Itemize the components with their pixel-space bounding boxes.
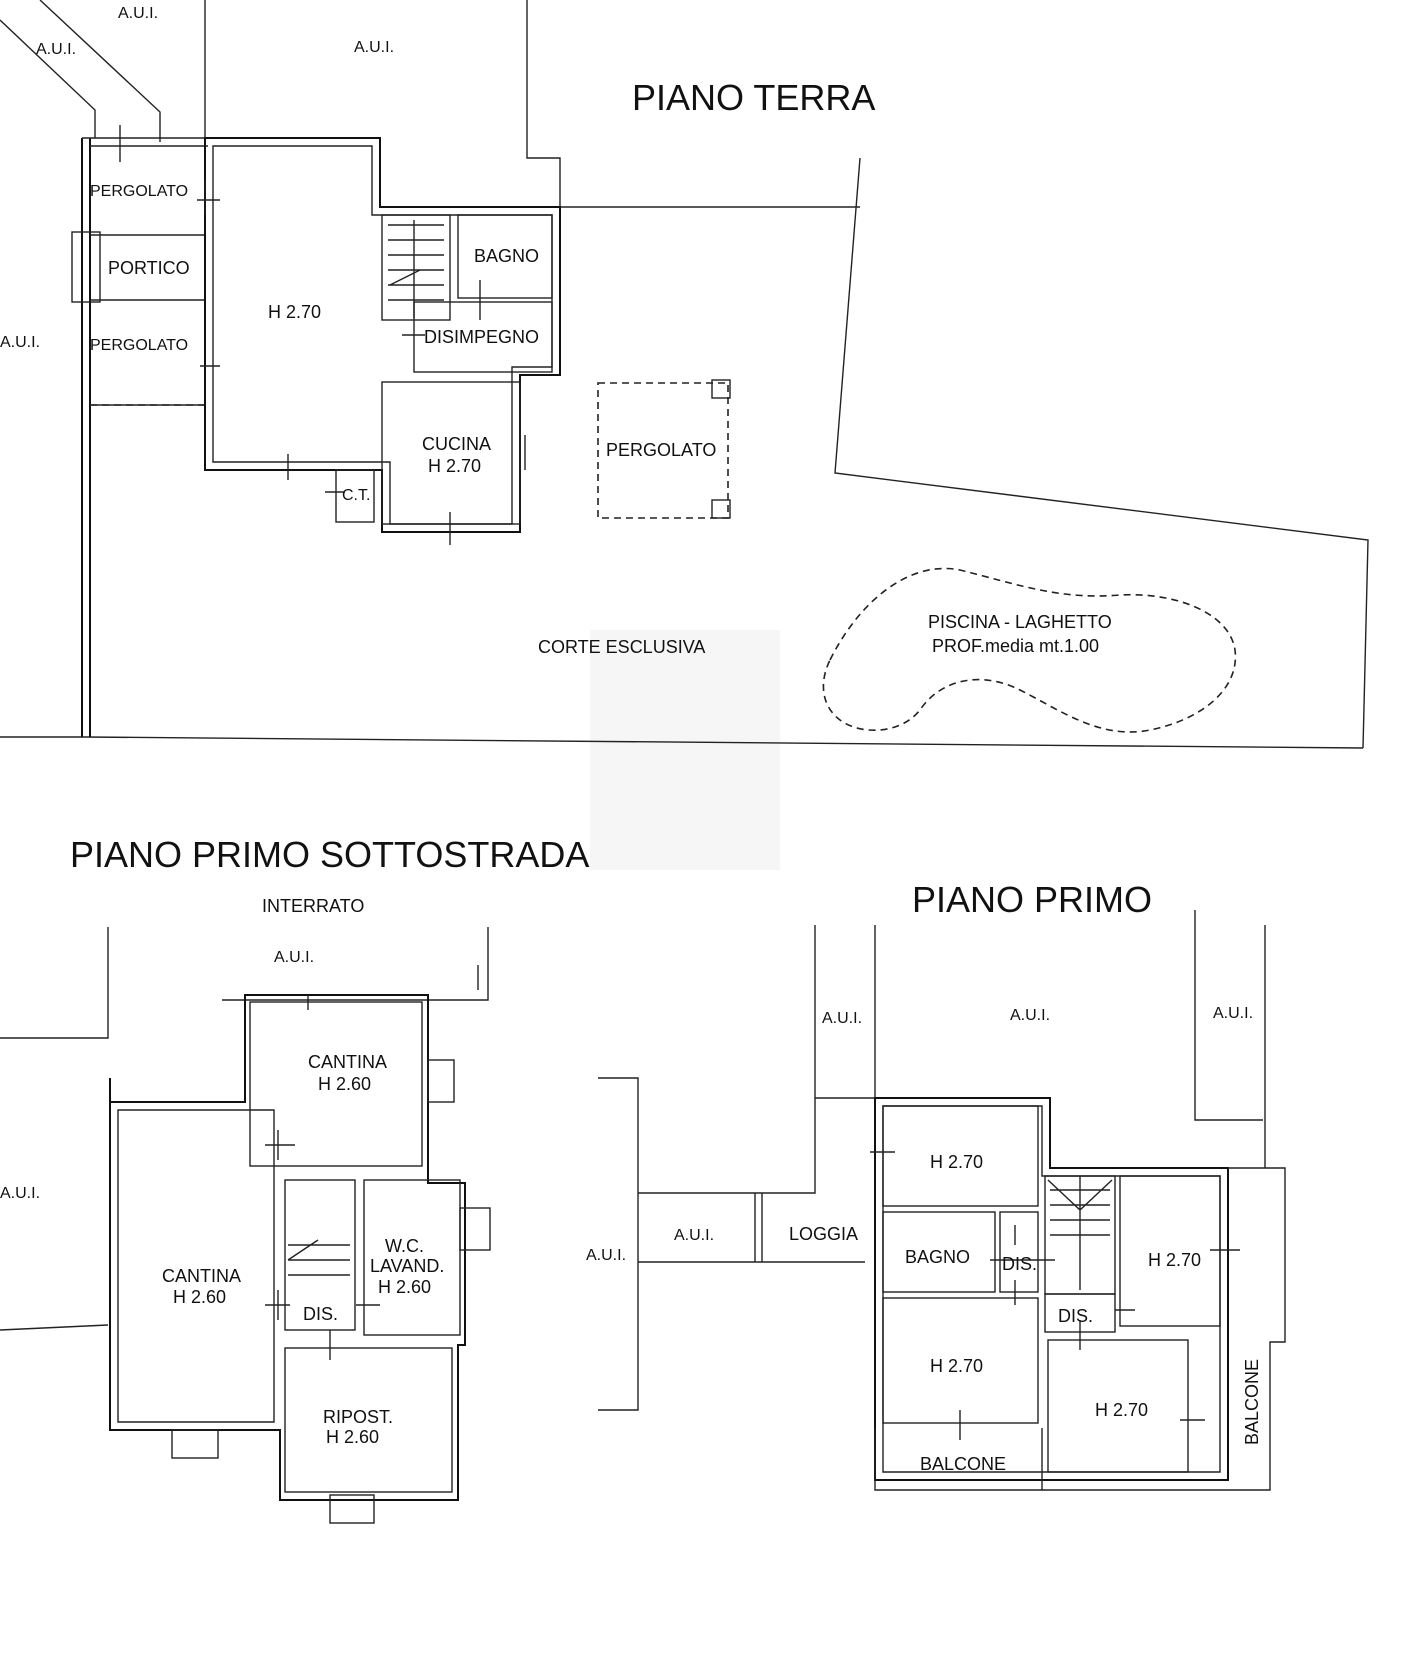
label-cantina-main: CANTINA	[162, 1266, 241, 1286]
title-piano-primo: PIANO PRIMO	[912, 879, 1152, 920]
label-pergolato-upper: PERGOLATO	[90, 183, 188, 200]
basement-floor-plan	[0, 927, 491, 1524]
label-room-top-height: H 2.70	[930, 1152, 983, 1172]
label-pool-name: PISCINA - LAGHETTO	[928, 612, 1112, 632]
label-aui-basement-left: A.U.I.	[0, 1185, 40, 1202]
label-aui-first-c: A.U.I.	[1213, 1005, 1253, 1022]
title-piano-primo-sottostrada: PIANO PRIMO SOTTOSTRADA	[70, 834, 589, 875]
first-floor-plan	[598, 910, 1286, 1491]
label-aui-first-d: A.U.I.	[586, 1247, 626, 1264]
label-aui-basement-top: A.U.I.	[274, 949, 314, 966]
label-corte-esclusiva: CORTE ESCLUSIVA	[538, 637, 705, 657]
label-cantina-top: CANTINA	[308, 1052, 387, 1072]
label-balcone-bottom: BALCONE	[920, 1454, 1006, 1474]
label-ripost: RIPOST.	[323, 1407, 393, 1427]
label-loggia: LOGGIA	[789, 1224, 858, 1244]
label-cucina: CUCINA	[422, 434, 491, 454]
label-disimpegno: DISIMPEGNO	[424, 327, 539, 347]
label-ct: C.T.	[342, 487, 370, 504]
ground-floor-plan	[0, 0, 1369, 749]
label-wc: W.C.	[385, 1236, 424, 1256]
label-bagno: BAGNO	[474, 246, 539, 266]
label-portico: PORTICO	[108, 258, 190, 278]
label-lavand: LAVAND.	[370, 1256, 444, 1276]
label-dis-first-a: DIS.	[1002, 1254, 1037, 1274]
label-aui-left: A.U.I.	[0, 334, 40, 351]
label-living-height: H 2.70	[268, 302, 321, 322]
label-balcone-side: BALCONE	[1242, 1359, 1262, 1445]
label-cucina-height: H 2.70	[428, 456, 481, 476]
label-aui-first-a: A.U.I.	[822, 1010, 862, 1027]
label-dis-basement: DIS.	[303, 1304, 338, 1324]
label-room-right-height: H 2.70	[1148, 1250, 1201, 1270]
label-wc-height: H 2.60	[378, 1277, 431, 1297]
label-pool-depth: PROF.media mt.1.00	[932, 636, 1099, 656]
label-cantina-top-height: H 2.60	[318, 1074, 371, 1094]
label-aui-first-e: A.U.I.	[674, 1227, 714, 1244]
label-pergolato-garden: PERGOLATO	[606, 440, 716, 460]
label-dis-first-b: DIS.	[1058, 1306, 1093, 1326]
label-aui-first-b: A.U.I.	[1010, 1007, 1050, 1024]
subtitle-interrato: INTERRATO	[262, 896, 364, 916]
title-piano-terra: PIANO TERRA	[632, 77, 875, 118]
label-room-br-height: H 2.70	[1095, 1400, 1148, 1420]
label-pergolato-lower: PERGOLATO	[90, 337, 188, 354]
label-aui-top: A.U.I.	[118, 5, 158, 22]
label-aui-top-mid: A.U.I.	[354, 39, 394, 56]
watermark	[590, 630, 780, 870]
label-room-bl-height: H 2.70	[930, 1356, 983, 1376]
label-aui-top-left: A.U.I.	[36, 41, 76, 58]
label-cantina-main-height: H 2.60	[173, 1287, 226, 1307]
label-ripost-height: H 2.60	[326, 1427, 379, 1447]
label-bagno-first: BAGNO	[905, 1247, 970, 1267]
